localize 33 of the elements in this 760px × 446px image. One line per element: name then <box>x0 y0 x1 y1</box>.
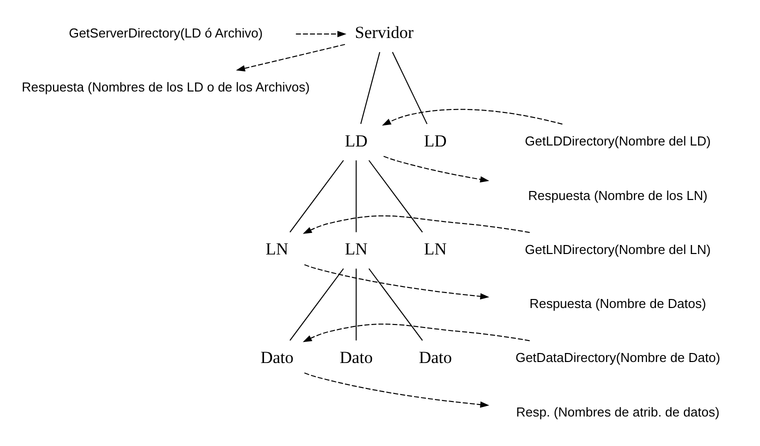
node-text: LD <box>344 130 368 150</box>
node-text: Resp. (Nombres de atrib. de datos) <box>516 404 720 419</box>
node-text: LD <box>424 130 447 150</box>
node-text: LN <box>344 239 368 258</box>
node-text: Respuesta (Nombre de los LN) <box>528 187 708 202</box>
arrow <box>302 214 530 234</box>
node-text: GetDataDirectory(Nombre de Dato) <box>515 350 720 365</box>
arrow <box>236 43 346 71</box>
arrow <box>302 323 530 342</box>
node-text: GetServerDirectory(LD ó Archivo) <box>68 24 263 40</box>
node-text: LN <box>266 239 288 258</box>
connector <box>356 159 357 232</box>
arrow <box>304 372 490 408</box>
node-text: GetLNDirectory(Nombre del LN) <box>524 241 711 256</box>
connector <box>392 51 428 124</box>
connector <box>368 159 423 232</box>
node-text: Respuesta (Nombres de los LD o de los Archivos) <box>22 79 310 94</box>
arrow <box>295 30 346 37</box>
arrow <box>304 264 490 299</box>
node-text: Dato <box>418 347 452 366</box>
node-text: Respuesta (Nombre de Datos) <box>530 296 706 311</box>
node-text: LN <box>424 239 447 258</box>
arrow <box>382 108 563 126</box>
connector <box>289 268 344 340</box>
node-text: Dato <box>340 347 373 366</box>
connector <box>368 268 423 340</box>
arrow <box>383 155 490 182</box>
connector <box>360 51 380 124</box>
connector <box>356 268 357 340</box>
node-text: Dato <box>260 347 294 366</box>
connector <box>289 159 344 232</box>
node-text: GetLDDirectory(Nombre del LD) <box>524 133 711 148</box>
node-text: Servidor <box>354 22 414 42</box>
